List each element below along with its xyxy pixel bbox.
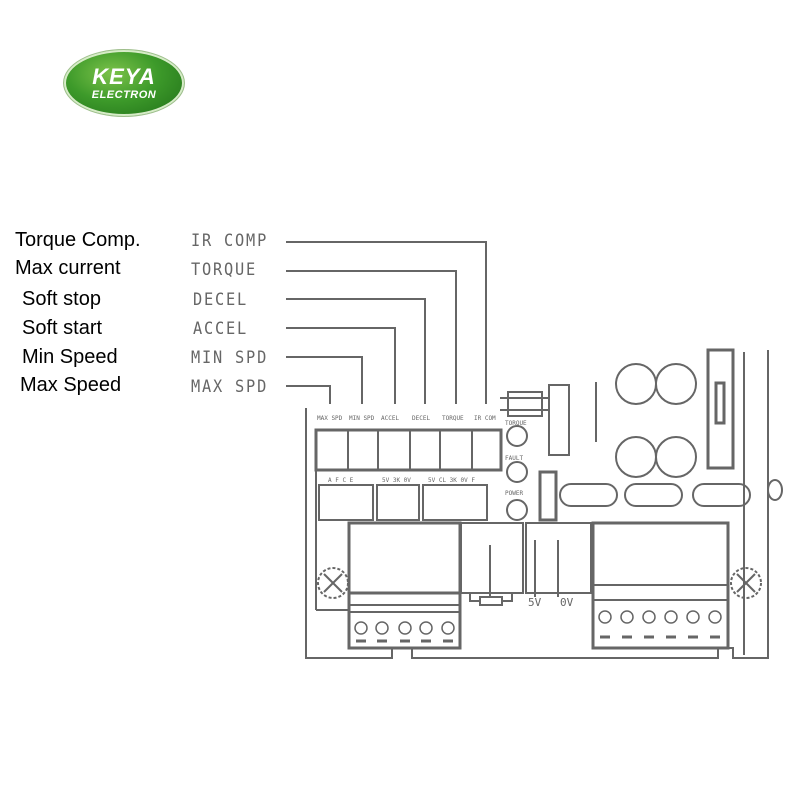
leader-accel (286, 327, 396, 404)
label-soft-start: Soft start (22, 317, 103, 339)
keya-logo: KEYA ELECTRON (64, 50, 184, 116)
board-connector-1: A F C E (328, 477, 354, 484)
led-label-fault: FAULT (505, 455, 523, 462)
label-soft-stop: Soft stop (22, 288, 101, 310)
leader-decel (286, 298, 426, 404)
board-label-max-spd: MAX SPD (317, 415, 343, 422)
board-label-decel: DECEL (412, 415, 430, 422)
board-label-min-spd: MIN SPD (349, 415, 375, 422)
leader-torque (286, 270, 457, 404)
leader-min-spd (286, 356, 363, 404)
led-label-power: POWER (505, 490, 523, 497)
pot-terminal-0v: 0V (560, 596, 574, 609)
board-label-torque: TORQUE (442, 415, 464, 422)
board-label-ir-com: IR COM (474, 415, 496, 422)
logo-text-keya: KEYA (92, 64, 156, 89)
board-connector-3: 5V CL 3K 0V F (428, 477, 475, 484)
leader-max-spd (286, 385, 331, 404)
logo-text-electron: ELECTRON (91, 89, 157, 101)
board-label-accel: ACCEL (381, 415, 399, 422)
code-torque: TORQUE (191, 260, 258, 280)
label-max-speed: Max Speed (20, 374, 122, 396)
label-max-current: Max current (15, 257, 121, 279)
code-accel: ACCEL (193, 319, 249, 339)
label-min-speed: Min Speed (22, 346, 118, 368)
code-decel: DECEL (193, 290, 249, 310)
pot-terminal-5v: 5V (528, 596, 542, 609)
code-ir-comp: IR COMP (191, 231, 269, 251)
led-label-torque: TORQUE (505, 420, 527, 427)
code-min-spd: MIN SPD (191, 348, 269, 368)
leader-ir-comp (286, 241, 487, 404)
label-torque-comp: Torque Comp. (15, 229, 141, 251)
code-max-spd: MAX SPD (191, 377, 269, 397)
board-connector-2: 5V 3K 0V (382, 477, 411, 484)
